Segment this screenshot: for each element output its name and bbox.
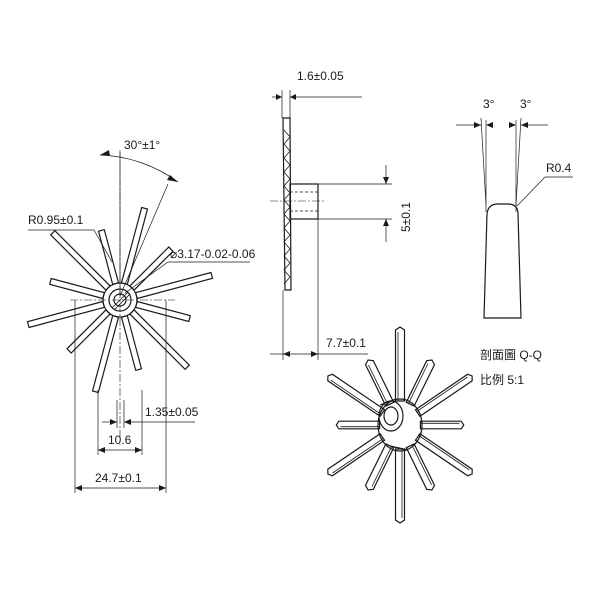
- side-view: 1.6±0.05 5±0.1 7.7±0.1: [270, 69, 413, 360]
- radial-fin: [120, 314, 143, 372]
- arrowhead: [100, 150, 110, 156]
- arrowhead: [135, 447, 142, 453]
- radial-fin: [66, 309, 111, 354]
- arrowhead: [521, 122, 528, 128]
- radial-fin: [48, 277, 106, 300]
- fillet-label: R0.95±0.1: [28, 213, 84, 227]
- inner-width-label: 10.6: [108, 433, 132, 447]
- isometric-fin: [419, 420, 465, 430]
- arrowhead: [383, 177, 389, 184]
- right-angle-label: 3°: [520, 97, 532, 111]
- fin-plate: [282, 117, 292, 291]
- arrowhead: [276, 94, 282, 100]
- arrowhead: [159, 485, 166, 491]
- arrowhead: [311, 351, 318, 357]
- arrowhead: [383, 219, 389, 226]
- isometric-fin-edge: [330, 379, 382, 415]
- arrowhead: [75, 485, 82, 491]
- isometric-fin-edge: [332, 438, 384, 474]
- iso-hub-front: [378, 400, 404, 432]
- radius-label: R0.4: [546, 161, 572, 175]
- bore-leader: [124, 261, 169, 294]
- iso-hub-outer: [377, 398, 423, 452]
- section-view: 3° 3° R0.4 剖面圖 Q-Q 比例 5:1: [456, 97, 573, 387]
- isometric-fin: [364, 443, 395, 491]
- isometric-fin: [394, 326, 406, 402]
- fillet-leader: [93, 229, 113, 263]
- isometric-fin-edge: [418, 435, 470, 471]
- hub-diameter-label: 5±0.1: [399, 202, 413, 232]
- arrowhead: [290, 94, 296, 100]
- arrowhead: [167, 175, 178, 182]
- isometric-fins: [327, 326, 473, 524]
- radial-fin: [129, 246, 174, 291]
- radial-fin: [134, 300, 192, 323]
- left-angle-label: 3°: [483, 97, 495, 111]
- isometric-view: [327, 326, 473, 524]
- isometric-fin-edge: [371, 446, 392, 487]
- bore-hatch-line: [113, 293, 131, 311]
- arrowhead: [283, 351, 290, 357]
- isometric-fin-edge: [411, 444, 432, 485]
- arrowhead: [474, 122, 481, 128]
- section-scale: 比例 5:1: [480, 373, 524, 387]
- arrowhead: [509, 122, 516, 128]
- isometric-fin: [414, 432, 473, 477]
- bore-hatch-line: [111, 291, 129, 309]
- isometric-fin: [364, 359, 395, 407]
- fin-cross-section: [483, 203, 522, 319]
- angle-label: 30°±1°: [124, 138, 160, 152]
- draft-line-left: [480, 117, 487, 206]
- isometric-fin: [394, 448, 406, 524]
- radial-fin: [97, 228, 120, 286]
- radius-leader: [516, 176, 546, 207]
- iso-hub-edge: [379, 398, 397, 406]
- isometric-fin: [405, 359, 436, 407]
- overall-length-label: 7.7±0.1: [326, 336, 366, 350]
- isometric-fin: [414, 373, 473, 418]
- isometric-fin: [405, 443, 436, 491]
- arrowhead: [124, 419, 131, 425]
- isometric-fin: [335, 420, 381, 430]
- iso-bore: [383, 406, 399, 426]
- arrowhead: [486, 122, 493, 128]
- outer-width-label: 24.7±0.1: [95, 471, 142, 485]
- iso-hub-edge: [389, 445, 409, 451]
- isometric-fin-edge: [408, 363, 429, 404]
- isometric-fin: [327, 432, 386, 477]
- isometric-fin: [327, 373, 386, 418]
- thickness-label: 1.35±0.05: [145, 405, 199, 419]
- section-title: 剖面圖 Q-Q: [480, 348, 542, 362]
- arrowhead: [110, 419, 117, 425]
- angle-arc: [99, 154, 179, 183]
- draft-line-right: [515, 117, 522, 206]
- front-view: 30°±1° R0.95±0.1 ⌀3.17-0.02-0.06 1.35±0.…: [26, 138, 256, 493]
- bore-label: ⌀3.17-0.02-0.06: [170, 247, 256, 261]
- hub: [289, 183, 319, 220]
- isometric-fin-edge: [368, 365, 389, 406]
- fin-thickness-label: 1.6±0.05: [297, 69, 344, 83]
- arrowhead: [98, 447, 105, 453]
- isometric-fin-edge: [416, 376, 468, 412]
- angle-ref-line: [119, 183, 169, 297]
